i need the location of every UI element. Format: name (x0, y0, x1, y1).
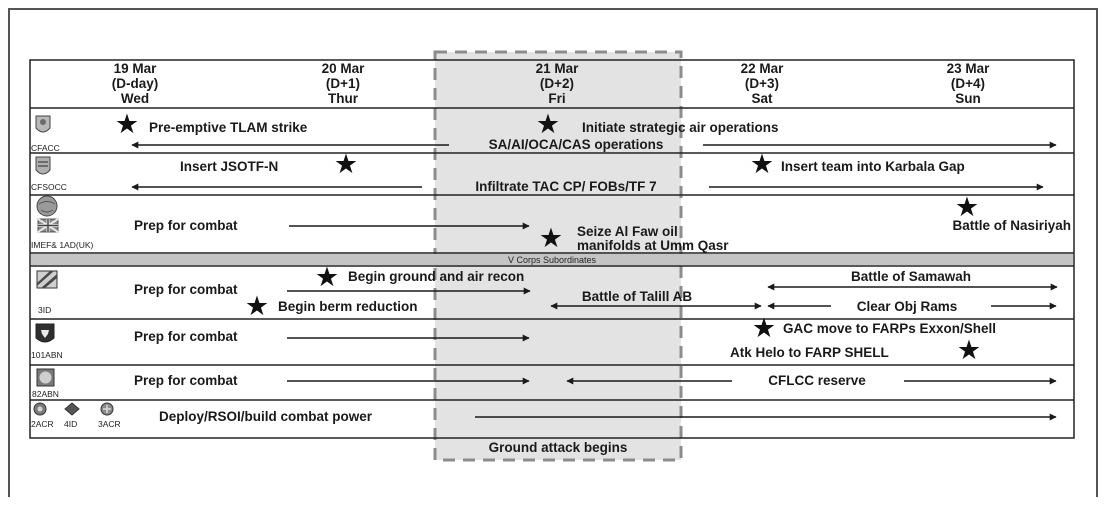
event-deploy: Deploy/RSOI/build combat power (159, 409, 373, 424)
event-3id-talil: Battle of Talill AB (582, 289, 693, 304)
star-icon: ★ (245, 291, 269, 321)
star-icon: ★ (115, 109, 139, 139)
day-header-19mar: 19 Mar (D-day) Wed (112, 61, 159, 106)
82abn-insignia-icon (36, 368, 55, 387)
event-cfacc-ops: SA/AI/OCA/CAS operations (489, 137, 664, 152)
event-mef-nasiriyah: Battle of Nasiriyah (952, 218, 1071, 233)
event-82abn-reserve: CFLCC reserve (768, 373, 866, 388)
day-header-22mar: 22 Mar (D+3) Sat (741, 61, 785, 106)
day-offset: (D+3) (745, 76, 779, 91)
unit-label-4id: 4ID (64, 419, 77, 429)
unit-label-2acr: 2ACR (31, 419, 54, 429)
unit-label-3id: 3ID (38, 305, 51, 315)
day-weekday: Thur (328, 91, 359, 106)
event-101abn-atk: Atk Helo to FARP SHELL (730, 345, 889, 360)
v-corps-separator-band (31, 254, 1073, 265)
day-date: 19 Mar (114, 61, 158, 76)
cfacc-insignia-icon (35, 115, 51, 133)
day-weekday: Wed (121, 91, 149, 106)
4id-ivy-icon (64, 402, 80, 416)
mef-globe-icon (36, 195, 58, 217)
v-corps-separator-label: V Corps Subordinates (508, 255, 597, 265)
timeline-table-grid (29, 59, 1075, 439)
event-3id-samawah: Battle of Samawah (851, 269, 971, 284)
event-cfacc-air: Initiate strategic air operations (582, 120, 779, 135)
day-weekday: Sun (955, 91, 981, 106)
star-icon: ★ (539, 223, 563, 253)
day-date: 23 Mar (947, 61, 991, 76)
day-header-23mar: 23 Mar (D+4) Sun (947, 61, 991, 106)
day-weekday: Sat (751, 91, 773, 106)
ground-attack-label: Ground attack begins (489, 440, 628, 455)
day-offset: (D+1) (326, 76, 360, 91)
unit-label-mef: IMEF& 1AD(UK) (31, 240, 94, 250)
event-3id-rams: Clear Obj Rams (857, 299, 958, 314)
day-date: 22 Mar (741, 61, 785, 76)
event-mef-prep: Prep for combat (134, 218, 238, 233)
unit-label-3acr: 3ACR (98, 419, 121, 429)
2acr-insignia-icon (33, 402, 47, 416)
uk-flag-icon (37, 218, 59, 233)
day-date: 21 Mar (536, 61, 580, 76)
cfsocc-insignia-icon (35, 156, 51, 175)
star-icon: ★ (315, 262, 339, 292)
event-cfsocc-karbala: Insert team into Karbala Gap (781, 159, 965, 174)
day-header-21mar: 21 Mar (D+2) Fri (536, 61, 580, 106)
star-icon: ★ (957, 335, 981, 365)
unit-label-82abn: 82ABN (32, 389, 59, 399)
event-mef-seize-line1: Seize Al Faw oil (577, 224, 678, 239)
day-weekday: Fri (548, 91, 565, 106)
3acr-insignia-icon (100, 402, 114, 416)
figure-frame (8, 8, 1098, 497)
day-offset: (D-day) (112, 76, 159, 91)
event-3id-berm: Begin berm reduction (278, 299, 418, 314)
star-icon: ★ (536, 109, 560, 139)
star-icon: ★ (752, 313, 776, 343)
event-3id-recon: Begin ground and air recon (348, 269, 524, 284)
day-date: 20 Mar (322, 61, 366, 76)
3id-insignia-icon (36, 270, 58, 289)
day-offset: (D+2) (540, 76, 574, 91)
unit-label-101abn: 101ABN (31, 350, 63, 360)
event-cfacc-tlam: Pre-emptive TLAM strike (149, 120, 308, 135)
star-icon: ★ (334, 149, 358, 179)
event-101abn-prep: Prep for combat (134, 329, 238, 344)
star-icon: ★ (750, 149, 774, 179)
star-icon: ★ (955, 192, 979, 222)
event-mef-seize-line2: manifolds at Umm Qasr (577, 238, 729, 253)
event-82abn-prep: Prep for combat (134, 373, 238, 388)
event-cfsocc-jsotf: Insert JSOTF-N (180, 159, 278, 174)
event-101abn-gac: GAC move to FARPs Exxon/Shell (783, 321, 996, 336)
unit-label-cfacc: CFACC (31, 143, 60, 153)
unit-label-cfsocc: CFSOCC (31, 182, 67, 192)
event-cfsocc-infil: Infiltrate TAC CP/ FOBs/TF 7 (475, 179, 656, 194)
event-3id-prep: Prep for combat (134, 282, 238, 297)
day-offset: (D+4) (951, 76, 985, 91)
day-header-20mar: 20 Mar (D+1) Thur (322, 61, 366, 106)
101abn-eagle-icon (35, 323, 55, 343)
